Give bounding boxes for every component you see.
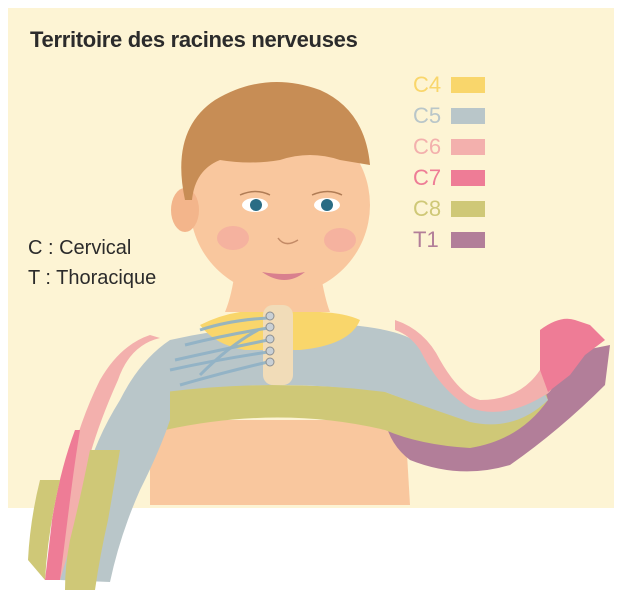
dermatome-legend: C4 C5 C6 C7 C8 T1 xyxy=(413,69,485,255)
legend-item-c8: C8 xyxy=(413,193,485,224)
abbreviation-key: C : Cervical T : Thoracique xyxy=(28,233,156,293)
right-pupil xyxy=(321,199,333,211)
legend-label: C5 xyxy=(413,103,451,129)
legend-label: C6 xyxy=(413,134,451,160)
abbreviation-cervical: C : Cervical xyxy=(28,233,156,263)
legend-item-c6: C6 xyxy=(413,131,485,162)
legend-swatch xyxy=(451,232,485,248)
left-pupil xyxy=(250,199,262,211)
legend-item-c7: C7 xyxy=(413,162,485,193)
legend-swatch xyxy=(451,77,485,93)
torso xyxy=(150,420,410,505)
legend-swatch xyxy=(451,201,485,217)
legend-label: T1 xyxy=(413,227,451,253)
left-cheek xyxy=(217,226,249,250)
legend-label: C4 xyxy=(413,72,451,98)
legend-swatch xyxy=(451,139,485,155)
abbreviation-thoracique: T : Thoracique xyxy=(28,263,156,293)
right-cheek xyxy=(324,228,356,252)
legend-swatch xyxy=(451,108,485,124)
legend-label: C8 xyxy=(413,196,451,222)
diagram-title: Territoire des racines nerveuses xyxy=(30,27,358,53)
legend-item-t1: T1 xyxy=(413,224,485,255)
legend-item-c5: C5 xyxy=(413,100,485,131)
legend-label: C7 xyxy=(413,165,451,191)
legend-swatch xyxy=(451,170,485,186)
legend-item-c4: C4 xyxy=(413,69,485,100)
